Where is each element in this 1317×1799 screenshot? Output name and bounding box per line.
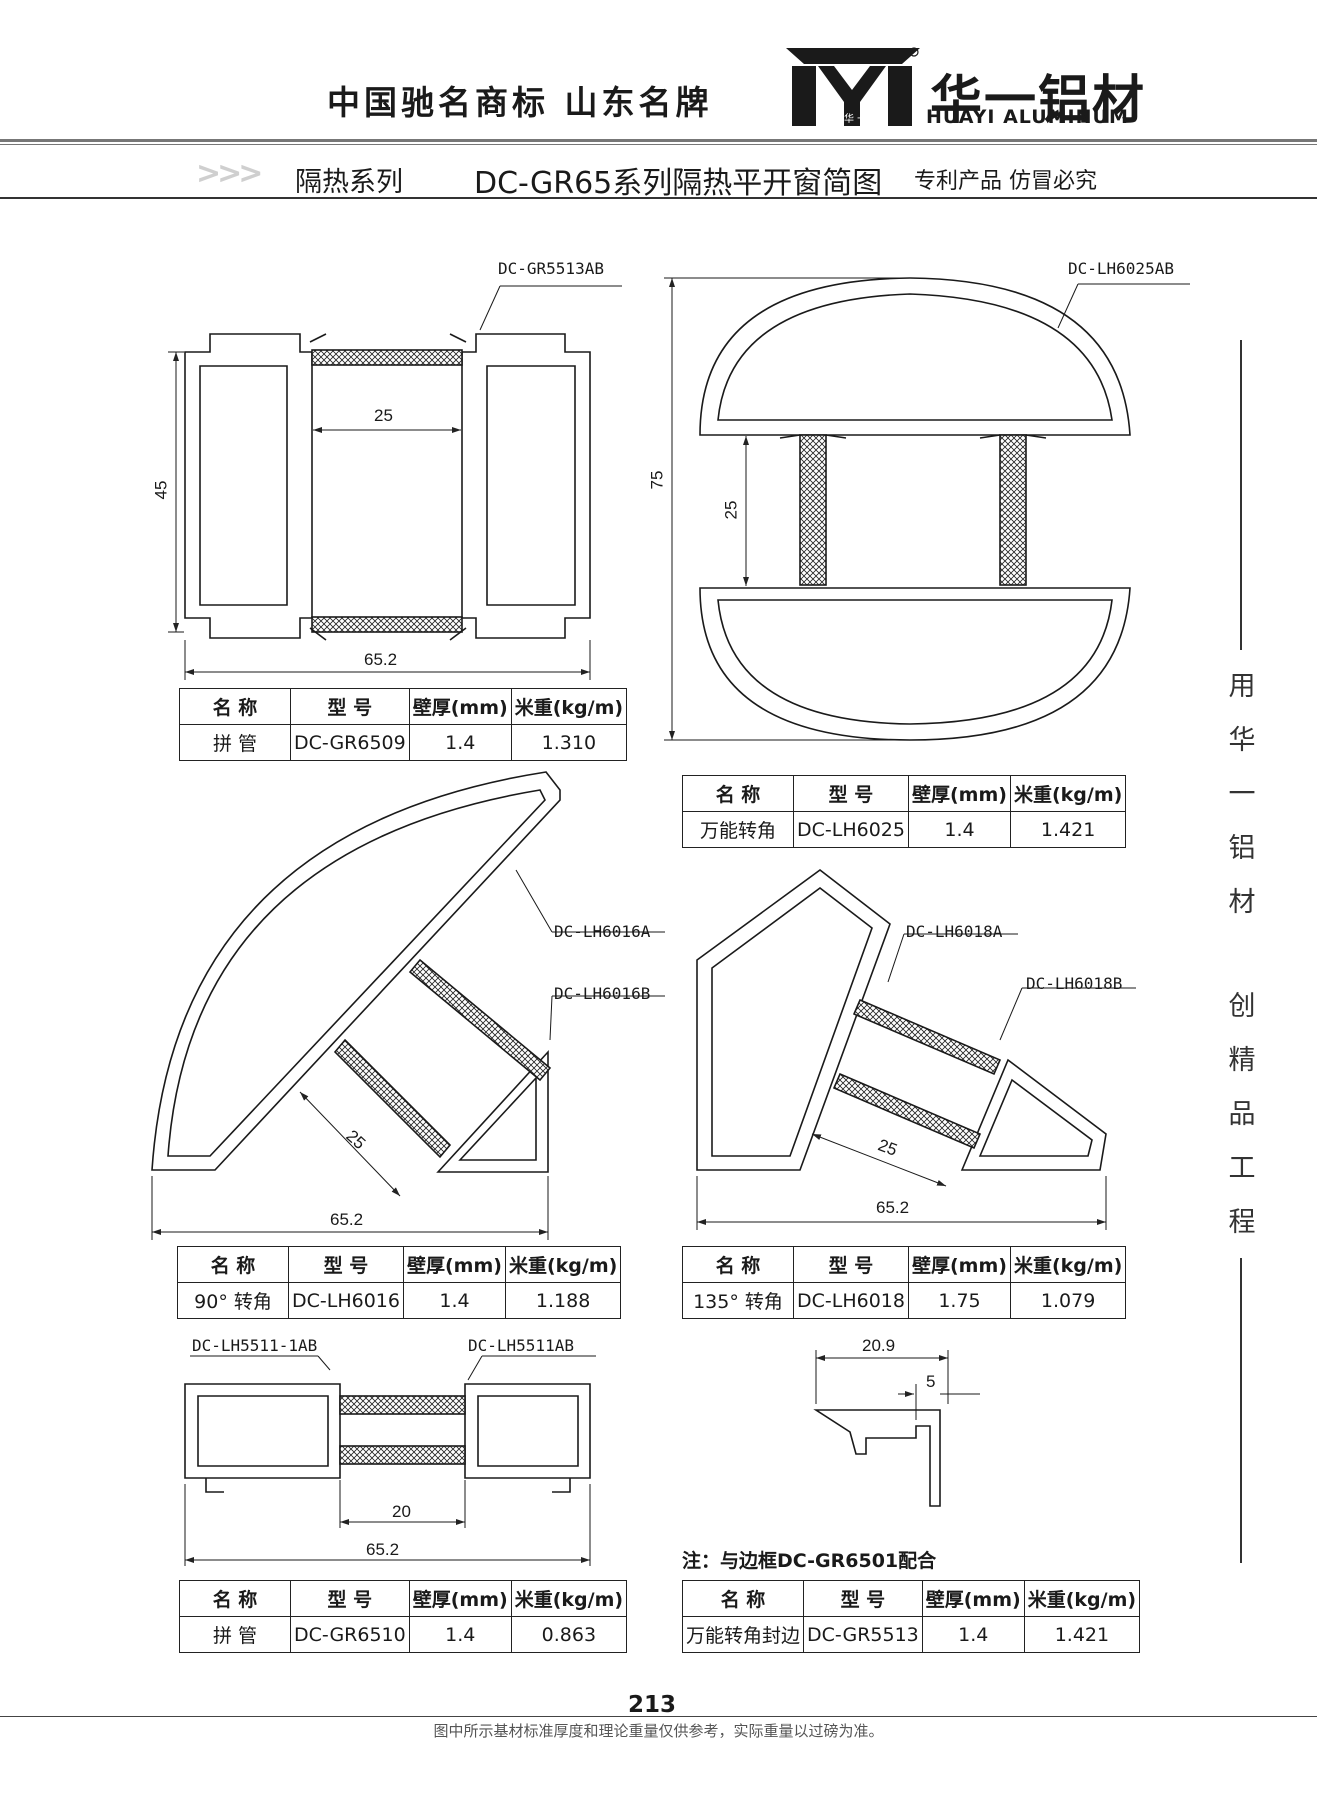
dim-d2-75: 75 [647, 470, 667, 490]
side-slogan-1: 用华一铝材 [1228, 671, 1256, 918]
drawing-dc-lh6018 [696, 868, 1136, 1230]
logo-english-name: HUAYI ALUMINUM [926, 106, 1129, 128]
logo-chinese-name: 华一铝材 [930, 71, 1147, 131]
patent-notice: 专利产品 仿冒必究 [914, 169, 1097, 194]
dim-d6-5: 5 [926, 1372, 936, 1391]
side-line-bottom [1240, 1258, 1242, 1563]
footer-disclaimer: 图中所示基材标准厚度和理论重量仅供参考，实际重量以过磅为准。 [433, 1722, 884, 1740]
note-text: 注：与边框DC-GR6501配合 [682, 1550, 937, 1572]
label-dc-gr5513ab: DC-GR5513AB [498, 259, 604, 278]
dim-d6-20-9: 20.9 [862, 1336, 896, 1355]
page-number: 213 [628, 1692, 677, 1718]
label-dc-lh5511-1ab: DC-LH5511-1AB [192, 1336, 318, 1355]
drawing-dc-lh6016 [151, 771, 665, 1240]
label-dc-lh6018b: DC-LH6018B [1026, 974, 1123, 993]
dim-d1-65-2: 65.2 [364, 650, 398, 669]
header-rule-top [0, 139, 1317, 142]
brand-slogan: 中国驰名商标 山东名牌 [327, 83, 713, 122]
side-slogan-2: 创精品工程 [1228, 991, 1256, 1238]
page-title: DC-GR65系列隔热平开窗简图 [474, 166, 883, 201]
label-dc-lh6018a: DC-LH6018A [906, 922, 1003, 941]
footer-rule [0, 1716, 1317, 1717]
label-dc-lh5511ab: DC-LH5511AB [468, 1336, 574, 1355]
dim-d3-65-2: 65.2 [330, 1210, 364, 1229]
label-dc-lh6025ab: DC-LH6025AB [1068, 259, 1174, 278]
label-dc-lh6016a: DC-LH6016A [554, 922, 651, 941]
dim-d5-20: 20 [392, 1502, 411, 1521]
drawing-dc-gr5513 [813, 1350, 980, 1507]
logo-mark-text: 华 一 [844, 112, 867, 125]
side-line-top [1240, 340, 1242, 650]
drawing-dc-lh6025 [664, 277, 1190, 741]
header-rule-thin [0, 144, 1317, 145]
company-logo-icon: 华 一 [786, 47, 920, 126]
series-name: 隔热系列 [295, 167, 403, 198]
header-rule-bottom [0, 197, 1317, 199]
dim-d1-45: 45 [151, 480, 171, 500]
dim-d5-65-2: 65.2 [366, 1540, 400, 1559]
chevron-arrows-icon: >>> [196, 156, 263, 191]
label-dc-lh6016b: DC-LH6016B [554, 984, 651, 1003]
drawing-dc-gr6509 [168, 285, 622, 680]
drawing-dc-gr6510 [184, 1355, 596, 1566]
dim-d2-25: 25 [721, 500, 741, 520]
dim-d1-25: 25 [374, 406, 393, 425]
dim-d4-65-2: 65.2 [876, 1198, 910, 1217]
